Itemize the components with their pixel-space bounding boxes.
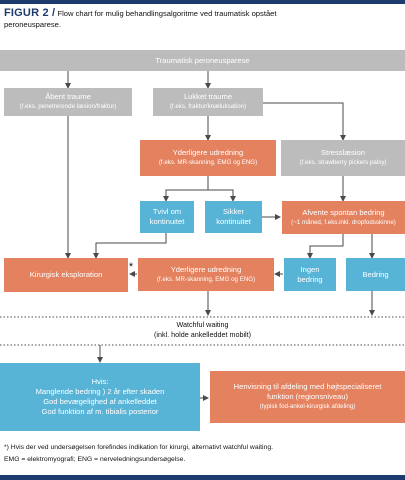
figure-label: FIGUR 2 /: [4, 7, 56, 19]
node-yderligere-udredning-2: Yderligere udredning (f.eks. MR-skanning…: [138, 258, 274, 291]
arrow-udredning1-tvivl: [163, 176, 209, 202]
node-tvivl-om-kontinuitet: Tvivl om kontinuitet: [140, 201, 194, 233]
node-kirurgisk-eksploration: Kirurgisk eksploration: [4, 258, 128, 292]
node-lukket-traume: Lukket traume (f.eks. fraktur/knæluksati…: [153, 88, 263, 116]
footnote-asterisk: *) Hvis der ved undersøgelsen forefindes…: [4, 444, 273, 451]
node-sikker-kontinuitet: Sikker kontinuitet: [205, 201, 262, 233]
node-ingen-bedring: Ingen bedring: [284, 258, 336, 291]
node-hvis-betingelser: Hvis: Manglende bedring ) 2 år efter ska…: [0, 363, 200, 431]
node-afvente-spontan-bedring: Afvente spontan bedring (~1 måned, f.eks…: [282, 201, 405, 234]
node-traumatisk-peroneusparese: Traumatisk peroneusparese: [0, 50, 405, 71]
node-bedring: Bedring: [346, 258, 405, 291]
figure-caption: FIGUR 2 / Flow chart for mulig behandlin…: [4, 8, 402, 30]
bottom-rule: [0, 475, 405, 480]
arrow-tvivl-kirurgisk: [93, 233, 167, 259]
arrow-lukket-stress: [263, 102, 346, 141]
node-stresslaesion: Stresslæsion (f.eks. strawberry pickers …: [281, 140, 405, 176]
arrow-udredning1-sikker: [208, 189, 236, 202]
node-aabent-traume: Åbent traume (f.eks. penetrerende læsion…: [4, 88, 132, 116]
node-yderligere-udredning-1: Yderligere udredning (f.eks. MR-skanning…: [140, 140, 276, 176]
top-rule: [0, 0, 405, 4]
asterisk-marker: *: [128, 261, 134, 273]
watchful-waiting-label: Watchful waiting (inkl. holde ankelledde…: [153, 320, 252, 339]
footnote-abbreviations: EMG = elektromyografi; ENG = nervelednin…: [4, 456, 186, 463]
arrow-afvente-ingen: [307, 234, 344, 259]
figure-title-line2: peroneusparese.: [4, 20, 61, 29]
node-henvisning-hoejtspecialiseret: Henvisning til afdeling med højtspeciali…: [210, 371, 405, 423]
figure-title-line1: Flow chart for mulig behandlingsalgoritm…: [57, 9, 277, 18]
